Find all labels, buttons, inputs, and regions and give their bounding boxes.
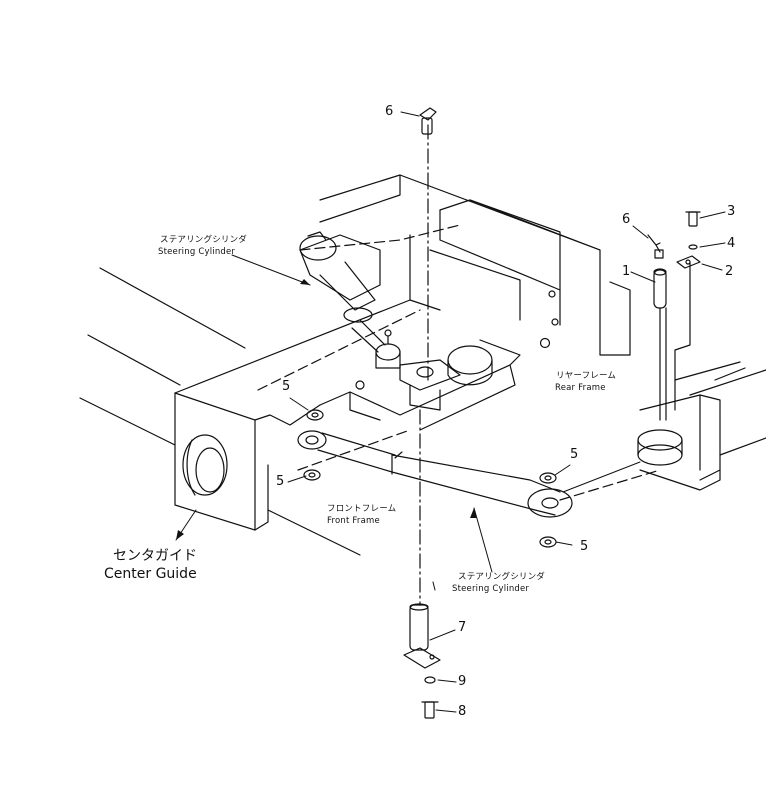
callout-6-top: 6 [385, 104, 394, 119]
upper-cylinder-label-jp: ステアリングシリンダ [160, 235, 248, 245]
lower-cylinder-label-en: Steering Cylinder [452, 584, 530, 594]
callout-7: 7 [458, 620, 467, 635]
callout-5-right: 5 [570, 447, 579, 462]
pivot-bracket [355, 345, 493, 411]
leader-lines [175, 111, 726, 713]
right-pin-assembly [637, 261, 766, 491]
right-small-parts [647, 211, 701, 269]
nuts [303, 409, 557, 548]
lower-pin-assembly [403, 603, 441, 719]
upper-steering-cylinder [299, 231, 401, 369]
rear-frame [319, 174, 631, 356]
callout-6-right: 6 [622, 212, 631, 227]
callout-5-lower-left: 5 [276, 474, 285, 489]
callout-9: 9 [458, 674, 467, 689]
rear-frame-label-jp: リヤーフレーム [556, 371, 617, 381]
grease-fitting-top [419, 107, 437, 135]
center-guide-label-en: Center Guide [104, 566, 197, 582]
callout-5-upper-left: 5 [282, 379, 291, 394]
front-frame-label-jp: フロントフレーム [327, 504, 397, 514]
rear-frame-label-en: Rear Frame [555, 383, 606, 393]
callout-3: 3 [727, 204, 736, 219]
callout-2: 2 [725, 264, 734, 279]
front-frame-label-en: Front Frame [327, 516, 380, 526]
center-guide-label-jp: センタガイド [113, 548, 197, 564]
pin-axis-lines [419, 124, 429, 606]
callout-1: 1 [622, 264, 631, 279]
arrowheads [176, 279, 477, 540]
lower-steering-cylinder [297, 430, 573, 518]
callout-5-lower-right: 5 [580, 539, 589, 554]
callout-8: 8 [458, 704, 467, 719]
upper-cylinder-label-en: Steering Cylinder [158, 247, 236, 257]
hidden-lines [257, 224, 661, 501]
callout-4: 4 [727, 236, 736, 251]
front-frame [79, 267, 521, 556]
lower-cylinder-label-jp: ステアリングシリンダ [458, 572, 546, 582]
